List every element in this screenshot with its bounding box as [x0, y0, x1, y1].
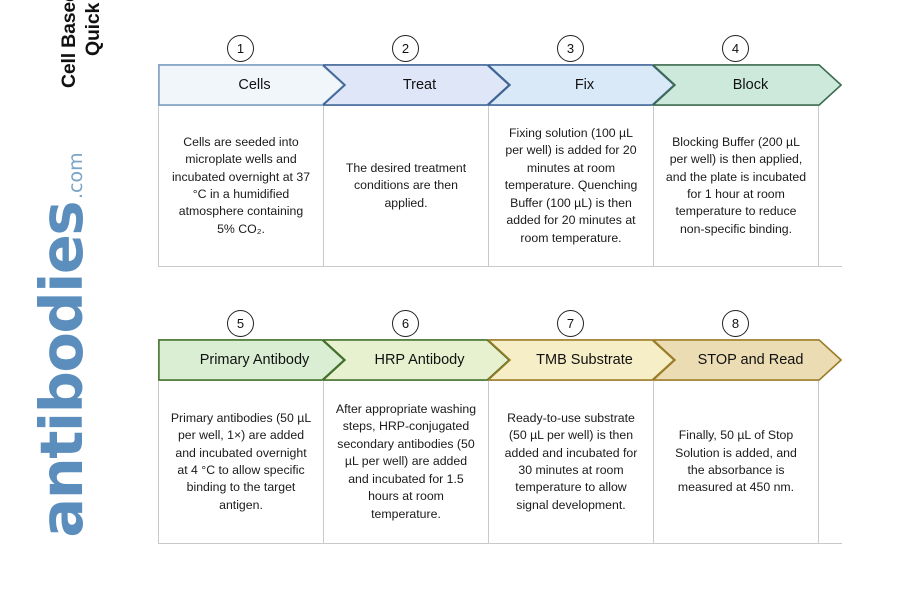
step-number-badge: 1	[227, 34, 254, 62]
page-title: Cell Based ELISA Kits Quick Protocol	[52, 0, 112, 88]
step-number-cell: 1	[158, 32, 323, 64]
step-number-badge: 4	[722, 34, 749, 62]
step-description-text: Blocking Buffer (200 µL per well) is the…	[665, 134, 807, 236]
flow-step-primary-antibody[interactable]: Primary Antibody	[158, 339, 345, 381]
antibodies-logo: antibodies .com	[27, 152, 122, 537]
step-description-cell: Cells are seeded into microplate wells a…	[159, 106, 324, 266]
step-description-text: Finally, 50 µL of Stop Solution is added…	[675, 428, 797, 495]
flow-step-label: TMB Substrate	[536, 352, 633, 368]
logo-wordmark: antibodies	[27, 202, 96, 538]
step-description-text: After appropriate washing steps, HRP-con…	[335, 401, 477, 521]
flow-step-hrp-antibody[interactable]: HRP Antibody	[323, 339, 510, 381]
step-description-cell: Primary antibodies (50 µL per well, 1×) …	[159, 381, 324, 543]
flow-step-treat[interactable]: Treat	[323, 64, 510, 106]
flow-step-tmb-substrate[interactable]: TMB Substrate	[488, 339, 675, 381]
flow-step-label: Cells	[238, 77, 271, 93]
step-number-cell: 6	[323, 307, 488, 339]
step-number-badge: 7	[557, 309, 584, 337]
flow-step-block[interactable]: Block	[653, 64, 842, 106]
flow-step-label: Block	[732, 77, 769, 93]
flow-step-label: Treat	[402, 77, 437, 93]
step-description-text: Ready-to-use substrate (50 µL per well) …	[504, 410, 638, 512]
step-number-row-2: 5 6 7 8	[158, 307, 842, 339]
step-number-cell: 8	[653, 307, 818, 339]
step-number-cell: 4	[653, 32, 818, 64]
flow-row-1: 1 2 3 4 Cells Treat Fix Block Cells are …	[158, 32, 842, 267]
description-row-1: Cells are seeded into microplate wells a…	[158, 106, 842, 267]
step-description-text: Fixing solution (100 µL per well) is add…	[504, 125, 638, 245]
flow-step-label: STOP and Read	[697, 352, 804, 368]
page-title-line-2: Quick Protocol	[82, 0, 106, 88]
step-description-text: Cells are seeded into microplate wells a…	[171, 134, 311, 236]
sidebar: Cell Based ELISA Kits Quick Protocol ant…	[0, 0, 158, 594]
page-title-line-1: Cell Based ELISA Kits	[58, 0, 82, 88]
step-description-text: Primary antibodies (50 µL per well, 1×) …	[170, 410, 312, 512]
step-description-cell: Blocking Buffer (200 µL per well) is the…	[654, 106, 819, 266]
step-description-cell: After appropriate washing steps, HRP-con…	[324, 381, 489, 543]
arrow-strip-2: Primary Antibody HRP Antibody TMB Substr…	[158, 339, 842, 381]
step-number-row-1: 1 2 3 4	[158, 32, 842, 64]
arrow-strip-1: Cells Treat Fix Block	[158, 64, 842, 106]
step-number-cell: 7	[488, 307, 653, 339]
step-number-badge: 6	[392, 309, 419, 337]
flow-step-stop-and-read[interactable]: STOP and Read	[653, 339, 842, 381]
flow-step-label: HRP Antibody	[374, 352, 465, 368]
step-number-cell: 2	[323, 32, 488, 64]
step-description-cell: Ready-to-use substrate (50 µL per well) …	[489, 381, 654, 543]
step-description-cell: Fixing solution (100 µL per well) is add…	[489, 106, 654, 266]
flow-step-cells[interactable]: Cells	[158, 64, 345, 106]
description-row-2: Primary antibodies (50 µL per well, 1×) …	[158, 381, 842, 544]
flow-row-2: 5 6 7 8 Primary Antibody HRP Antibody TM…	[158, 307, 842, 544]
step-number-cell: 5	[158, 307, 323, 339]
flow-step-fix[interactable]: Fix	[488, 64, 675, 106]
logo-tld: .com	[65, 152, 87, 199]
flow-step-label: Primary Antibody	[199, 352, 310, 368]
step-number-cell: 3	[488, 32, 653, 64]
step-number-badge: 5	[227, 309, 254, 337]
step-description-cell: Finally, 50 µL of Stop Solution is added…	[654, 381, 819, 543]
step-number-badge: 2	[392, 34, 419, 62]
flow-step-label: Fix	[574, 77, 595, 93]
step-number-badge: 8	[722, 309, 749, 337]
step-description-cell: The desired treatment conditions are the…	[324, 106, 489, 266]
step-number-badge: 3	[557, 34, 584, 62]
step-description-text: The desired treatment conditions are the…	[345, 160, 467, 210]
